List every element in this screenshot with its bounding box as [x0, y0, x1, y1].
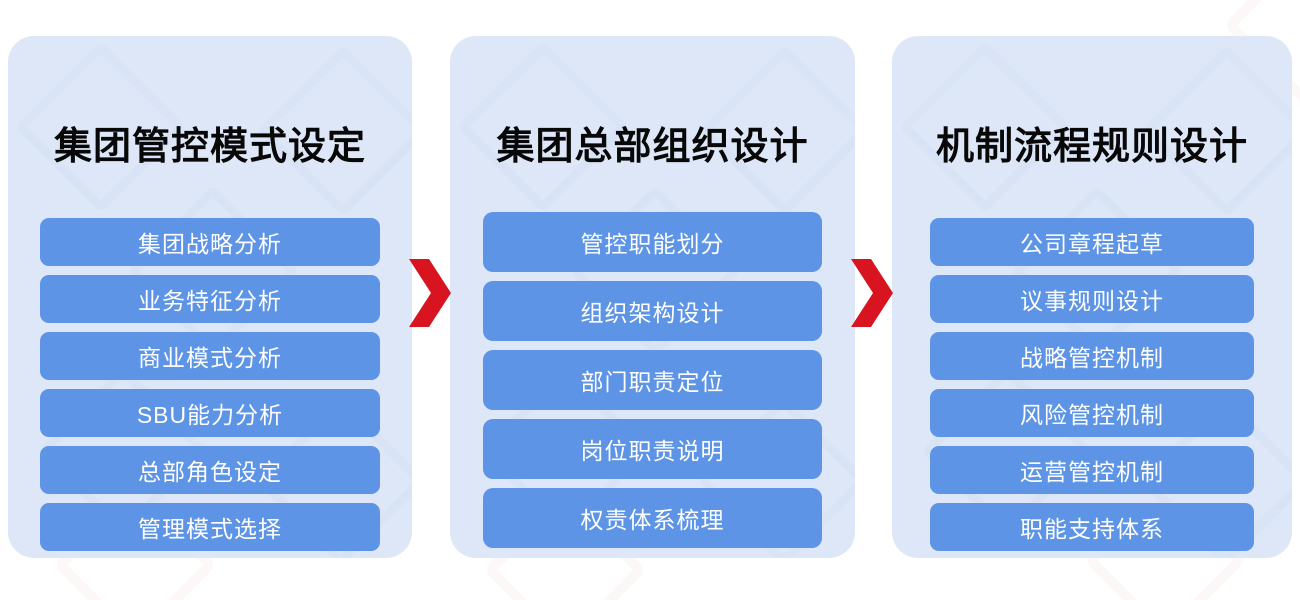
stage-panel-3: 机制流程规则设计 公司章程起草 议事规则设计 战略管控机制 风险管控机制 运营管…: [892, 36, 1292, 558]
stage-2-title: 集团总部组织设计: [496, 125, 809, 168]
stage-panel-2: 集团总部组织设计 管控职能划分 组织架构设计 部门职责定位 岗位职责说明 权责体…: [450, 36, 855, 558]
stage-2-item[interactable]: 岗位职责说明: [483, 418, 822, 479]
stage-3-item-list: 公司章程起草 议事规则设计 战略管控机制 风险管控机制 运营管控机制 职能支持体…: [892, 217, 1292, 551]
stage-3-title: 机制流程规则设计: [935, 125, 1248, 168]
stage-1-item-list: 集团战略分析 业务特征分析 商业模式分析 SBU能力分析 总部角色设定 管理模式…: [8, 217, 412, 551]
stage-2-item[interactable]: 权责体系梳理: [483, 487, 822, 548]
stage-3-item[interactable]: 运营管控机制: [930, 445, 1254, 494]
chevron-right-icon: [851, 256, 893, 330]
chevron-right-icon: [409, 256, 451, 330]
stage-1-item[interactable]: 业务特征分析: [40, 274, 380, 323]
stage-1-item[interactable]: 管理模式选择: [40, 502, 380, 551]
stage-3-item[interactable]: 公司章程起草: [930, 217, 1254, 266]
stage-3-item[interactable]: 风险管控机制: [930, 388, 1254, 437]
stage-2-item-list: 管控职能划分 组织架构设计 部门职责定位 岗位职责说明 权责体系梳理: [450, 211, 855, 548]
stage-1-title: 集团管控模式设定: [53, 125, 366, 168]
stage-2-item[interactable]: 管控职能划分: [483, 211, 822, 272]
stage-1-item[interactable]: SBU能力分析: [40, 388, 380, 437]
stage-3-item[interactable]: 职能支持体系: [930, 502, 1254, 551]
stage-3-item[interactable]: 议事规则设计: [930, 274, 1254, 323]
stage-3-item[interactable]: 战略管控机制: [930, 331, 1254, 380]
stage-1-item[interactable]: 总部角色设定: [40, 445, 380, 494]
stage-panel-1: 集团管控模式设定 集团战略分析 业务特征分析 商业模式分析 SBU能力分析 总部…: [8, 36, 412, 558]
stage-1-item[interactable]: 商业模式分析: [40, 331, 380, 380]
stage-2-item[interactable]: 组织架构设计: [483, 280, 822, 341]
stage-2-item[interactable]: 部门职责定位: [483, 349, 822, 410]
stage-1-item[interactable]: 集团战略分析: [40, 217, 380, 266]
